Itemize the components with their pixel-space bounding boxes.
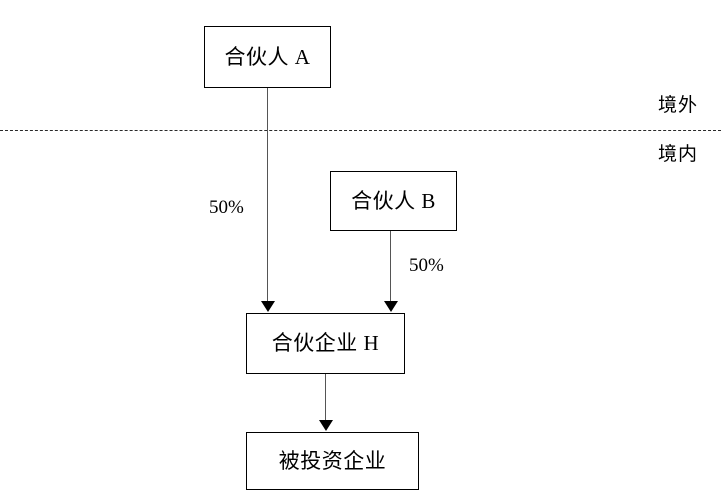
arrowhead-partner-b-to-partnership-h	[384, 301, 398, 312]
region-label-onshore: 境内	[658, 144, 699, 165]
node-partner-a[interactable]: 合伙人 A	[204, 26, 331, 88]
edge-partnership-h-to-invested-enterprise	[325, 374, 326, 422]
jurisdiction-divider-line	[0, 130, 721, 131]
edge-label-partner-a-percentage: 50%	[209, 197, 244, 218]
edge-partner-b-to-partnership-h	[390, 231, 391, 303]
region-label-offshore: 境外	[658, 95, 699, 116]
edge-label-partner-b-percentage: 50%	[409, 255, 444, 276]
node-partnership-h[interactable]: 合伙企业 H	[246, 313, 405, 374]
arrowhead-partner-a-to-partnership-h	[261, 301, 275, 312]
edge-partner-a-to-partnership-h	[267, 88, 268, 303]
node-invested-enterprise[interactable]: 被投资企业	[246, 432, 419, 490]
arrowhead-partnership-h-to-invested-enterprise	[319, 420, 333, 431]
node-partner-b[interactable]: 合伙人 B	[330, 171, 457, 231]
